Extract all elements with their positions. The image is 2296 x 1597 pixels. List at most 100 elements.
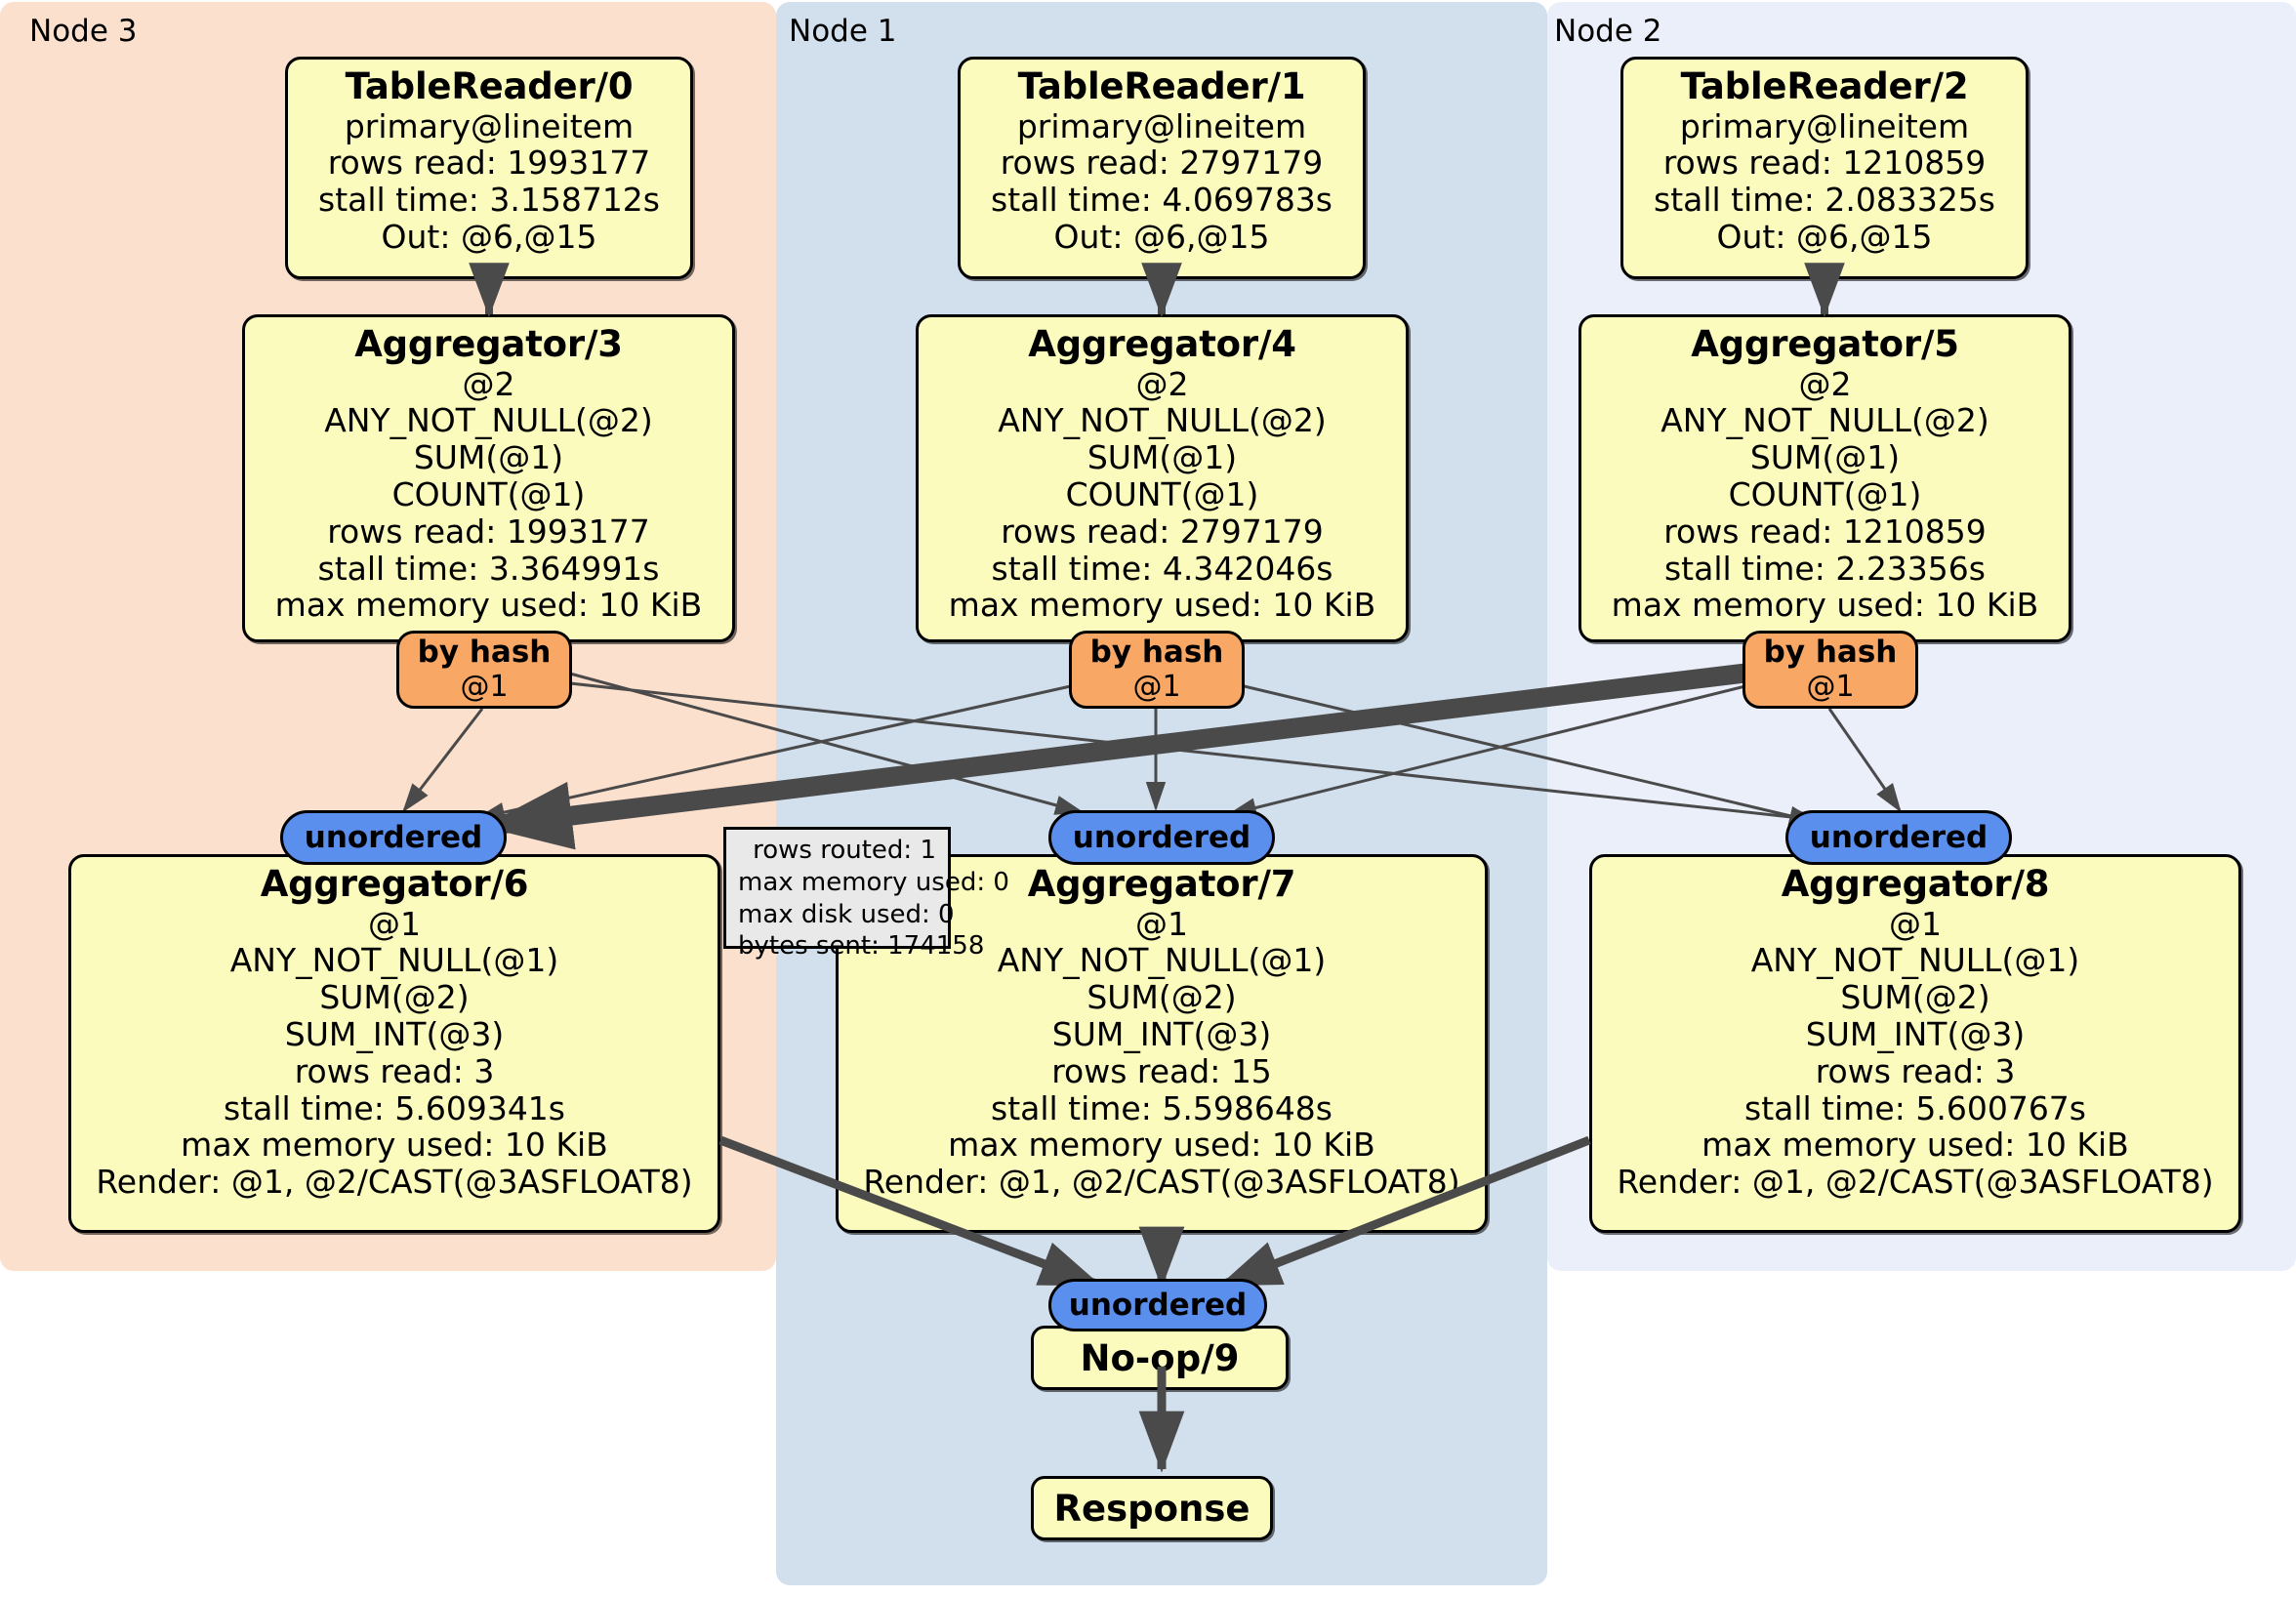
router-label: unordered — [1072, 820, 1251, 855]
operator-detail: rows read: 2797179 — [1001, 512, 1324, 551]
operator-detail: @1 — [368, 904, 421, 943]
operator-detail: SUM_INT(@3) — [1805, 1015, 2026, 1053]
stats-max-disk-used: max disk used: 0 — [738, 899, 955, 929]
router-column: @1 — [1132, 669, 1181, 704]
operator-detail: rows read: 15 — [1051, 1051, 1272, 1090]
operator-detail: ANY_NOT_NULL(@2) — [998, 401, 1327, 440]
operator-box-aggregator-8[interactable]: Aggregator/8 @1 ANY_NOT_NULL(@1) SUM(@2)… — [1589, 854, 2241, 1233]
router-label: unordered — [1068, 1288, 1248, 1323]
router-unordered-node-3[interactable]: unordered — [280, 810, 507, 865]
operator-detail: @1 — [1135, 904, 1188, 943]
operator-title: Aggregator/8 — [1781, 863, 2050, 905]
operator-detail: stall time: 2.083325s — [1654, 181, 1995, 220]
stats-bytes-sent: bytes sent: 174158 — [738, 931, 985, 962]
operator-box-aggregator-3[interactable]: Aggregator/3 @2 ANY_NOT_NULL(@2) SUM(@1)… — [242, 314, 735, 642]
operator-title: Aggregator/3 — [354, 323, 623, 365]
operator-detail: Render: @1, @2/CAST(@3ASFLOAT8) — [96, 1163, 693, 1202]
operator-box-aggregator-5[interactable]: Aggregator/5 @2 ANY_NOT_NULL(@2) SUM(@1)… — [1578, 314, 2071, 642]
operator-detail: stall time: 4.342046s — [991, 549, 1333, 588]
router-unordered-node-2[interactable]: unordered — [1785, 810, 2012, 865]
operator-detail: rows read: 1993177 — [327, 143, 651, 183]
operator-detail: SUM(@1) — [1086, 438, 1238, 477]
operator-detail: primary@lineitem — [1679, 106, 1970, 145]
operator-detail: rows read: 1210859 — [1663, 512, 1987, 551]
operator-detail: max memory used: 10 KiB — [274, 586, 703, 625]
operator-detail: Render: @1, @2/CAST(@3ASFLOAT8) — [1617, 1163, 2214, 1202]
operator-title: Aggregator/6 — [260, 863, 529, 905]
operator-detail: @1 — [1889, 904, 1942, 943]
operator-detail: rows read: 1993177 — [327, 512, 650, 551]
operator-detail: max memory used: 10 KiB — [948, 586, 1376, 625]
router-column: @1 — [460, 669, 509, 704]
operator-detail: @2 — [1135, 364, 1189, 403]
operator-detail: ANY_NOT_NULL(@2) — [1660, 401, 1989, 440]
operator-box-response[interactable]: Response — [1031, 1476, 1273, 1540]
operator-detail: COUNT(@1) — [391, 475, 586, 513]
operator-detail: rows read: 3 — [1815, 1051, 2016, 1090]
operator-box-no-op-9[interactable]: No-op/9 — [1031, 1326, 1289, 1390]
operator-title: Response — [1053, 1487, 1250, 1530]
operator-detail: Out: @6,@15 — [1053, 218, 1270, 256]
operator-detail: stall time: 5.600767s — [1744, 1088, 2086, 1127]
operator-detail: SUM_INT(@3) — [1051, 1015, 1272, 1053]
router-label: by hash — [1763, 634, 1898, 670]
operator-title: Aggregator/7 — [1027, 863, 1296, 905]
router-label: unordered — [1809, 820, 1988, 855]
operator-detail: COUNT(@1) — [1065, 475, 1259, 513]
router-label: unordered — [304, 820, 483, 855]
operator-detail: stall time: 5.598648s — [991, 1088, 1332, 1127]
operator-box-tablereader-1[interactable]: TableReader/1 primary@lineitem rows read… — [958, 57, 1366, 279]
stream-stats-popup: rows routed: 1 max memory used: 0 max di… — [723, 827, 1009, 961]
operator-detail: SUM(@2) — [1086, 978, 1237, 1017]
operator-detail: Render: @1, @2/CAST(@3ASFLOAT8) — [863, 1163, 1460, 1202]
router-column: @1 — [1806, 669, 1855, 704]
operator-detail: primary@lineitem — [1016, 106, 1307, 145]
operator-detail: rows read: 2797179 — [1000, 143, 1324, 183]
operator-detail: max memory used: 10 KiB — [1702, 1126, 2129, 1165]
operator-title: TableReader/0 — [345, 65, 634, 107]
operator-detail: stall time: 5.609341s — [224, 1088, 565, 1127]
operator-detail: stall time: 3.364991s — [317, 549, 660, 588]
router-unordered-node-1[interactable]: unordered — [1048, 810, 1275, 865]
operator-box-aggregator-4[interactable]: Aggregator/4 @2 ANY_NOT_NULL(@2) SUM(@1)… — [916, 314, 1409, 642]
operator-title: TableReader/1 — [1017, 65, 1306, 107]
cluster-label-node-2: Node 2 — [1554, 14, 1662, 49]
operator-detail: @2 — [462, 364, 515, 403]
router-unordered-final[interactable]: unordered — [1048, 1279, 1267, 1331]
operator-detail: max memory used: 10 KiB — [1611, 586, 2039, 625]
operator-box-tablereader-2[interactable]: TableReader/2 primary@lineitem rows read… — [1620, 57, 2029, 279]
operator-detail: ANY_NOT_NULL(@1) — [1750, 941, 2080, 980]
operator-detail: rows read: 1210859 — [1662, 143, 1987, 183]
operator-detail: COUNT(@1) — [1728, 475, 1922, 513]
operator-box-aggregator-6[interactable]: Aggregator/6 @1 ANY_NOT_NULL(@1) SUM(@2)… — [68, 854, 720, 1233]
operator-detail: Out: @6,@15 — [381, 218, 597, 256]
operator-detail: SUM(@1) — [1749, 438, 1901, 477]
operator-title: TableReader/2 — [1680, 65, 1969, 107]
operator-detail: stall time: 3.158712s — [318, 181, 660, 220]
router-label: by hash — [417, 634, 552, 670]
operator-detail: SUM(@2) — [1840, 978, 1990, 1017]
router-by-hash-node-1[interactable]: by hash @1 — [1069, 631, 1245, 709]
router-by-hash-node-2[interactable]: by hash @1 — [1742, 631, 1918, 709]
operator-detail: SUM(@1) — [413, 438, 564, 477]
operator-detail: ANY_NOT_NULL(@1) — [997, 941, 1327, 980]
router-by-hash-node-3[interactable]: by hash @1 — [396, 631, 572, 709]
operator-detail: SUM(@2) — [319, 978, 470, 1017]
operator-detail: SUM_INT(@3) — [284, 1015, 505, 1053]
operator-detail: max memory used: 10 KiB — [948, 1126, 1375, 1165]
operator-detail: @2 — [1798, 364, 1852, 403]
operator-detail: stall time: 4.069783s — [991, 181, 1332, 220]
cluster-label-node-1: Node 1 — [789, 14, 897, 49]
operator-title: Aggregator/4 — [1028, 323, 1296, 365]
operator-detail: Out: @6,@15 — [1716, 218, 1933, 256]
cluster-label-node-3: Node 3 — [29, 14, 138, 49]
operator-detail: max memory used: 10 KiB — [181, 1126, 608, 1165]
stats-max-memory-used: max memory used: 0 — [738, 867, 1009, 897]
operator-detail: stall time: 2.23356s — [1663, 549, 1986, 588]
router-label: by hash — [1089, 634, 1224, 670]
operator-detail: ANY_NOT_NULL(@1) — [229, 941, 559, 980]
operator-box-tablereader-0[interactable]: TableReader/0 primary@lineitem rows read… — [285, 57, 693, 279]
operator-detail: ANY_NOT_NULL(@2) — [324, 401, 653, 440]
stats-rows-routed: rows routed: 1 — [753, 836, 936, 865]
